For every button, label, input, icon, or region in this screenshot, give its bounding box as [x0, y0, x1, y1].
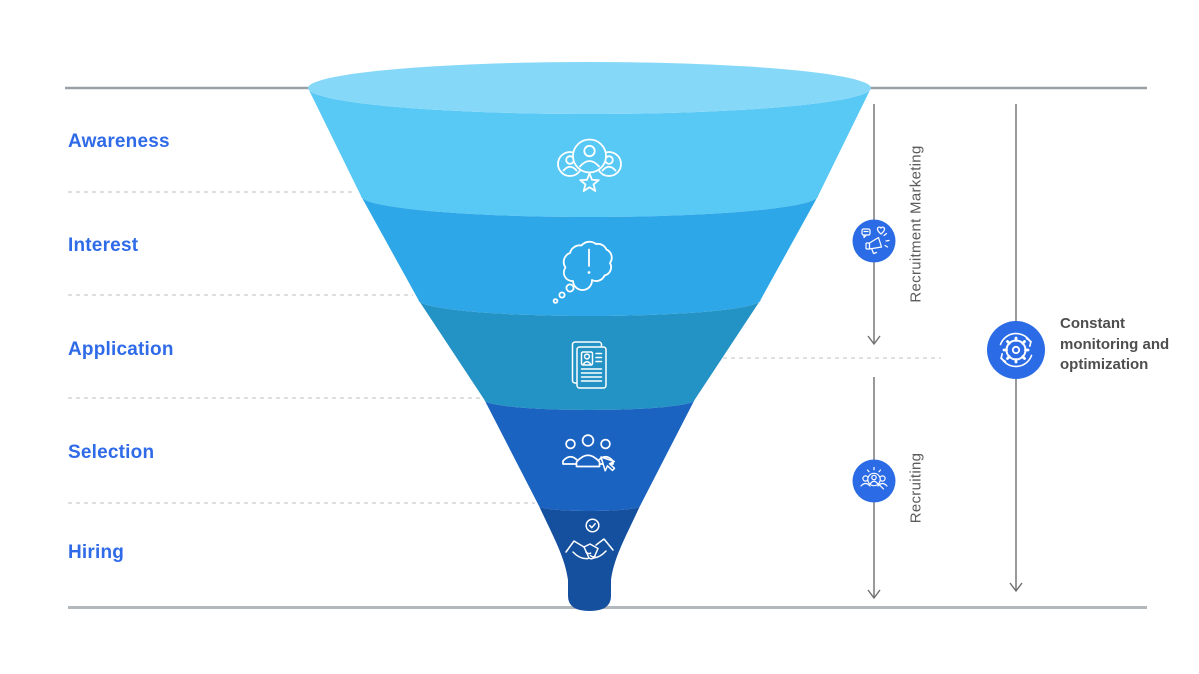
stage-label-selection: Selection [68, 442, 155, 463]
talent-search-icon [860, 466, 888, 490]
stage-label-hiring: Hiring [68, 542, 125, 563]
phase-label-recruitment-marketing: Recruitment Marketing [907, 145, 925, 303]
megaphone-icon [861, 226, 890, 255]
phase-badge-recruiting [852, 459, 896, 503]
candidate-select-icon [562, 434, 616, 472]
thought-bubble-icon [552, 240, 613, 304]
team-star-icon [557, 138, 622, 192]
stage-label-application: Application [68, 339, 174, 360]
funnel-top-ellipse [308, 62, 871, 114]
stage-label-awareness: Awareness [68, 131, 170, 152]
annotation-label: Constant monitoring and optimization [1060, 315, 1170, 373]
phase-badge-recruitment-marketing [852, 219, 896, 263]
gear-sync-icon [999, 332, 1033, 368]
annotation-badge [987, 321, 1045, 379]
handshake-icon [565, 518, 614, 560]
phase-label-recruiting: Recruiting [907, 452, 925, 524]
stage-label-interest: Interest [68, 235, 139, 256]
resume-icon [571, 341, 607, 389]
